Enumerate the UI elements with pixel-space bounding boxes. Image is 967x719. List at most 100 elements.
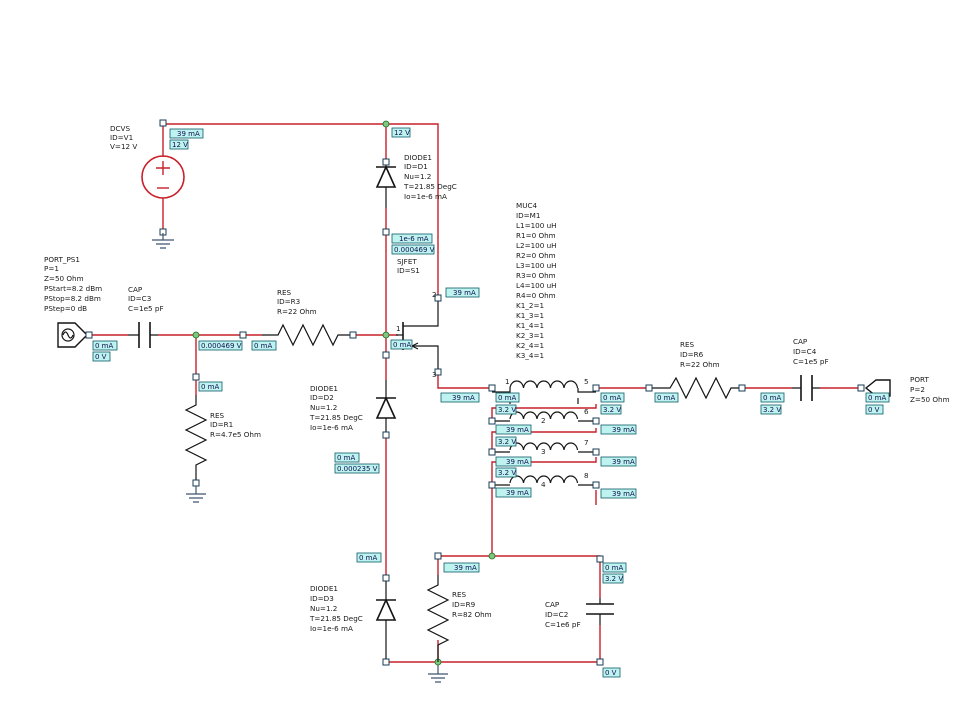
wire-bottom-rail[interactable] (386, 625, 601, 663)
r3-label-1: ID=R3 (277, 297, 300, 306)
annotation-muc-p3-current: 39 mA (495, 456, 532, 467)
svg-text:39 mA: 39 mA (454, 564, 477, 572)
annotation-r9-current: 39 mA (443, 562, 480, 573)
port2-label-1: P=2 (910, 385, 925, 394)
r6-label-2: R=22 Ohm (680, 360, 720, 369)
cap-c3[interactable]: CAP ID=C3 C=1e5 pF (128, 285, 164, 348)
muc-label-9: R4=0 Ohm (516, 291, 556, 300)
d1-label-3: T=21.85 DegC (403, 182, 457, 191)
muc-pin-3: 3 (541, 447, 546, 456)
svg-text:39 mA: 39 mA (612, 490, 635, 498)
svg-text:0 mA: 0 mA (95, 342, 113, 350)
svg-text:0 V: 0 V (868, 406, 880, 414)
wire-top-rail[interactable] (163, 123, 439, 295)
annotation-c2-voltage: 3.2 V (602, 573, 624, 584)
d2-label-1: ID=D2 (310, 393, 334, 402)
dcvs-symbol (141, 155, 185, 199)
svg-text:12 V: 12 V (394, 129, 410, 137)
wire-chain-1[interactable] (491, 404, 597, 420)
d2-label-3: T=21.85 DegC (309, 413, 363, 422)
annotation-c3-voltage: 0.000469 V (198, 340, 243, 351)
sjfet-s1[interactable]: 1 2 3 SJFET ID=S1 (396, 257, 442, 379)
muc-pin-1: 1 (505, 377, 510, 386)
c2-label-2: C=1e6 pF (545, 620, 581, 629)
wire-source[interactable] (437, 372, 492, 389)
svg-text:0 mA: 0 mA (603, 394, 621, 402)
muc-label-1: ID=M1 (516, 211, 540, 220)
svg-text:39 mA: 39 mA (612, 458, 635, 466)
muc-label-10: K1_2=1 (516, 301, 544, 310)
annotation-jfet-gate: 0 mA (390, 339, 413, 350)
res-r1[interactable]: RES ID=R1 R=4.7e5 Ohm (184, 373, 261, 487)
svg-text:39 mA: 39 mA (506, 426, 529, 434)
node-muc-series[interactable] (488, 552, 496, 560)
muc-pin-2: 2 (541, 416, 546, 425)
annotation-muc-p8-current: 39 mA (600, 488, 637, 499)
diode-d1[interactable]: DIODE1 ID=D1 Nu=1.2 T=21.85 DegC Io=1e-6… (375, 153, 457, 236)
cap-c2[interactable]: CAP ID=C2 C=1e6 pF (545, 555, 614, 666)
diode-d3[interactable]: DIODE1 ID=D3 Nu=1.2 T=21.85 DegC Io=1e-6… (309, 574, 397, 666)
res-r6[interactable]: RES ID=R6 R=22 Ohm (645, 340, 746, 400)
muc4-coil-3 (509, 442, 579, 451)
r9-label-2: R=82 Ohm (452, 610, 492, 619)
dcvs-v1[interactable]: DCVS ID=V1 V=12 V (110, 119, 185, 236)
r9-label-0: RES (452, 590, 467, 599)
port1-label-4: PStop=8.2 dBm (44, 294, 101, 303)
d3-label-1: ID=D3 (310, 594, 334, 603)
muc4-coil-2 (509, 411, 579, 420)
node-gate[interactable] (382, 331, 390, 339)
svg-text:0 mA: 0 mA (763, 394, 781, 402)
d3-label-2: Nu=1.2 (310, 604, 337, 613)
diode-d2[interactable]: DIODE1 ID=D2 Nu=1.2 T=21.85 DegC Io=1e-6… (309, 351, 397, 439)
svg-text:0 mA: 0 mA (201, 383, 219, 391)
res-r9[interactable]: RES ID=R9 R=82 Ohm (426, 552, 492, 662)
d2-label-2: Nu=1.2 (310, 403, 337, 412)
annotation-jfet-source: 39 mA (440, 392, 480, 403)
svg-text:0 mA: 0 mA (393, 341, 411, 349)
muc4-m1[interactable]: 1 5 2 6 3 7 4 8 MUC4 ID=M1 L1=100 uH R1=… (488, 201, 600, 489)
muc-label-0: MUC4 (516, 201, 537, 210)
cap-c4[interactable]: CAP ID=C4 C=1e5 pF (792, 337, 865, 401)
node-top[interactable] (382, 120, 390, 128)
r6-label-0: RES (680, 340, 695, 349)
d1-label-2: Nu=1.2 (404, 172, 431, 181)
svg-text:0 mA: 0 mA (868, 394, 886, 402)
svg-text:0 mA: 0 mA (359, 554, 377, 562)
wire-chain-3[interactable] (491, 457, 597, 481)
svg-text:3.2 V: 3.2 V (763, 406, 781, 414)
ground-icon (186, 486, 206, 503)
svg-text:3.2 V: 3.2 V (498, 469, 516, 477)
muc-pin-5: 5 (584, 377, 589, 386)
muc-label-11: K1_3=1 (516, 311, 544, 320)
c4-label-1: ID=C4 (793, 347, 817, 356)
annotation-v1-current: 39 mA (169, 128, 204, 139)
sjfet-pin-2: 2 (432, 290, 437, 299)
svg-text:0 V: 0 V (605, 669, 617, 677)
node-c3-out[interactable] (192, 331, 200, 339)
annotation-port2-current: 0 mA (865, 392, 890, 403)
annotation-muc-p4-voltage: 3.2 V (495, 467, 517, 478)
svg-text:39 mA: 39 mA (506, 458, 529, 466)
wire-chain-2[interactable] (491, 428, 597, 450)
r6-label-1: ID=R6 (680, 350, 704, 359)
d2-label-0: DIODE1 (310, 384, 338, 393)
ground-icon (152, 233, 174, 249)
annotation-muc-p1-current: 0 mA (495, 392, 520, 403)
annotation-muc-p5-voltage: 3.2 V (600, 404, 622, 415)
port-ps1[interactable]: PORT_PS1 P=1 Z=50 Ohm PStart=8.2 dBm PSt… (44, 255, 102, 348)
r1-label-1: ID=R1 (210, 420, 233, 429)
port1-label-2: Z=50 Ohm (44, 274, 84, 283)
muc4-coil-1 (509, 380, 579, 389)
r3-label-0: RES (277, 288, 292, 297)
port1-label-3: PStart=8.2 dBm (44, 284, 102, 293)
muc-label-3: R1=0 Ohm (516, 231, 556, 240)
d1-label-0: DIODE1 (404, 153, 432, 162)
r1-label-2: R=4.7e5 Ohm (210, 430, 261, 439)
annotation-v1-voltage: 12 V (169, 139, 189, 150)
dcvs-label-2: V=12 V (110, 142, 137, 151)
res-r3[interactable]: RES ID=R3 R=22 Ohm (239, 288, 357, 347)
annotation-muc-p3-voltage: 3.2 V (495, 436, 517, 447)
svg-text:1e-6 mA: 1e-6 mA (399, 235, 429, 243)
annotation-ground-voltage: 0 V (602, 667, 621, 678)
sjfet-label-0: SJFET (397, 257, 417, 266)
